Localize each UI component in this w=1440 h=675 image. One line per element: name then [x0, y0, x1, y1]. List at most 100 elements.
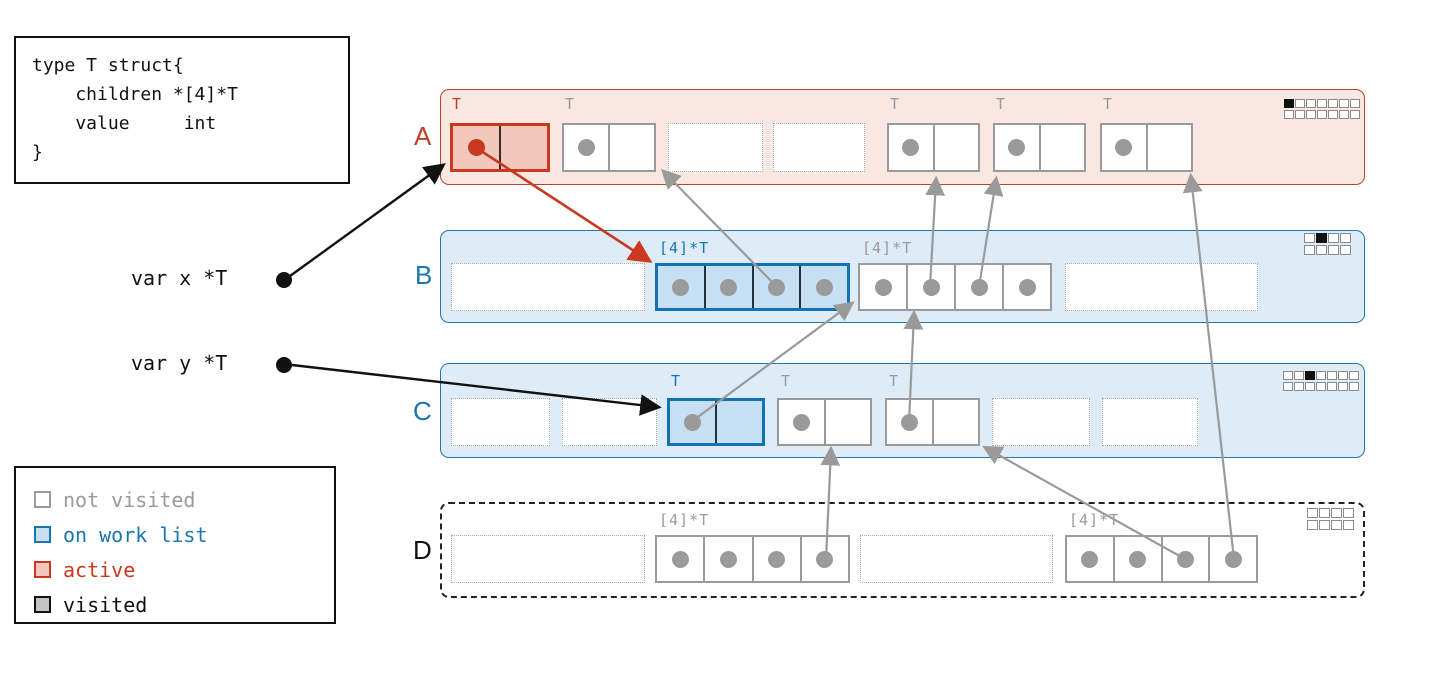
array-on-worklist: [655, 263, 850, 311]
pointer-dot: [902, 139, 920, 156]
mark-bit: [1294, 371, 1304, 380]
object-t: [885, 398, 980, 446]
type-label: T: [781, 372, 792, 390]
mark-bit: [1349, 371, 1359, 380]
visited-swatch-icon: [34, 596, 51, 613]
mark-bit: [1283, 382, 1293, 391]
mark-bit: [1328, 110, 1338, 119]
mark-bitmap-c: [1283, 371, 1359, 391]
type-label: T: [565, 95, 576, 113]
object-on-worklist: [667, 398, 765, 446]
mark-bit: [1284, 99, 1294, 108]
mark-bit: [1339, 110, 1349, 119]
mark-bit: [1307, 508, 1318, 518]
mark-bit: [1306, 99, 1316, 108]
mark-bit: [1319, 508, 1330, 518]
mark-bit: [1343, 508, 1354, 518]
pointer-dot: [768, 550, 786, 568]
mark-bit: [1340, 245, 1351, 255]
mark-bit: [1340, 233, 1351, 243]
object-t: [562, 123, 656, 172]
mark-bit: [1283, 371, 1293, 380]
legend-label: active: [63, 557, 136, 582]
active-swatch-icon: [34, 561, 51, 578]
pointer-dot: [1008, 139, 1026, 156]
mark-bit: [1305, 382, 1315, 391]
legend-item-work-list: on work list: [34, 517, 334, 552]
free-slot: [860, 535, 1053, 583]
mark-bitmap-a: [1284, 99, 1360, 119]
pointer-dot: [671, 550, 689, 568]
object-t: [1100, 123, 1193, 172]
array-not-visited: [655, 535, 850, 583]
mark-bit: [1350, 99, 1360, 108]
mark-bit: [1328, 245, 1339, 255]
mark-bit: [1319, 520, 1330, 530]
mark-bit: [1338, 371, 1348, 380]
work-list-swatch-icon: [34, 526, 51, 543]
mark-bit: [1284, 110, 1294, 119]
mark-bit: [1343, 520, 1354, 530]
object-active-t: [450, 123, 550, 172]
pointer-dot: [1115, 139, 1133, 156]
free-slot: [451, 535, 645, 583]
mark-bit: [1316, 371, 1326, 380]
var-y-label: var y *T: [131, 351, 228, 375]
legend-item-visited: visited: [34, 587, 334, 622]
mark-bit: [1307, 520, 1318, 530]
span-d-label: D: [413, 535, 432, 565]
free-slot: [562, 398, 657, 446]
legend-label: visited: [63, 592, 148, 617]
mark-bit: [1327, 371, 1337, 380]
not-visited-swatch-icon: [34, 491, 51, 508]
mark-bit: [1350, 110, 1360, 119]
pointer-dot: [1081, 550, 1099, 568]
var-x-pointer-dot: [276, 272, 292, 288]
pointer-dot: [792, 413, 810, 431]
legend-label: not visited: [63, 487, 196, 512]
type-label: T: [1103, 95, 1114, 113]
span-a-label: A: [414, 121, 432, 151]
pointer-dot: [816, 550, 834, 568]
mark-bit: [1317, 99, 1327, 108]
mark-bit: [1338, 382, 1348, 391]
mark-bit: [1328, 99, 1338, 108]
mark-bit: [1349, 382, 1359, 391]
object-t: [777, 398, 872, 446]
pointer-dot: [467, 139, 485, 156]
pointer-dot: [720, 278, 738, 296]
free-slot: [1102, 398, 1198, 446]
legend-item-not-visited: not visited: [34, 482, 334, 517]
type-label: [4]*T: [1069, 511, 1120, 529]
var-x-label: var x *T: [131, 266, 228, 290]
pointer-dot: [577, 139, 595, 156]
type-label: T: [996, 95, 1007, 113]
pointer-dot: [922, 278, 940, 296]
type-label: T: [889, 372, 900, 390]
mark-bit: [1316, 382, 1326, 391]
free-slot: [992, 398, 1090, 446]
type-label: [4]*T: [659, 239, 710, 257]
pointer-dot: [684, 413, 701, 431]
pointer-dot: [672, 278, 690, 296]
type-definition-box: type T struct{ children *[4]*T value int…: [14, 36, 350, 184]
pointer-dot: [815, 278, 833, 296]
pointer-dot: [970, 278, 988, 296]
pointer-dot: [1018, 278, 1036, 296]
legend-box: not visited on work list active visited: [14, 466, 336, 624]
pointer-dot: [874, 278, 892, 296]
mark-bit: [1306, 110, 1316, 119]
pointer-dot: [1224, 550, 1242, 568]
mark-bit: [1331, 520, 1342, 530]
mark-bit: [1316, 233, 1327, 243]
mark-bit: [1294, 382, 1304, 391]
mark-bit: [1295, 110, 1305, 119]
mark-bitmap-d: [1307, 508, 1354, 530]
object-t: [887, 123, 980, 172]
type-label: T: [671, 372, 682, 390]
var-y-pointer-dot: [276, 357, 292, 373]
mark-bit: [1327, 382, 1337, 391]
free-slot: [668, 123, 763, 172]
mark-bit: [1316, 245, 1327, 255]
legend-item-active: active: [34, 552, 334, 587]
